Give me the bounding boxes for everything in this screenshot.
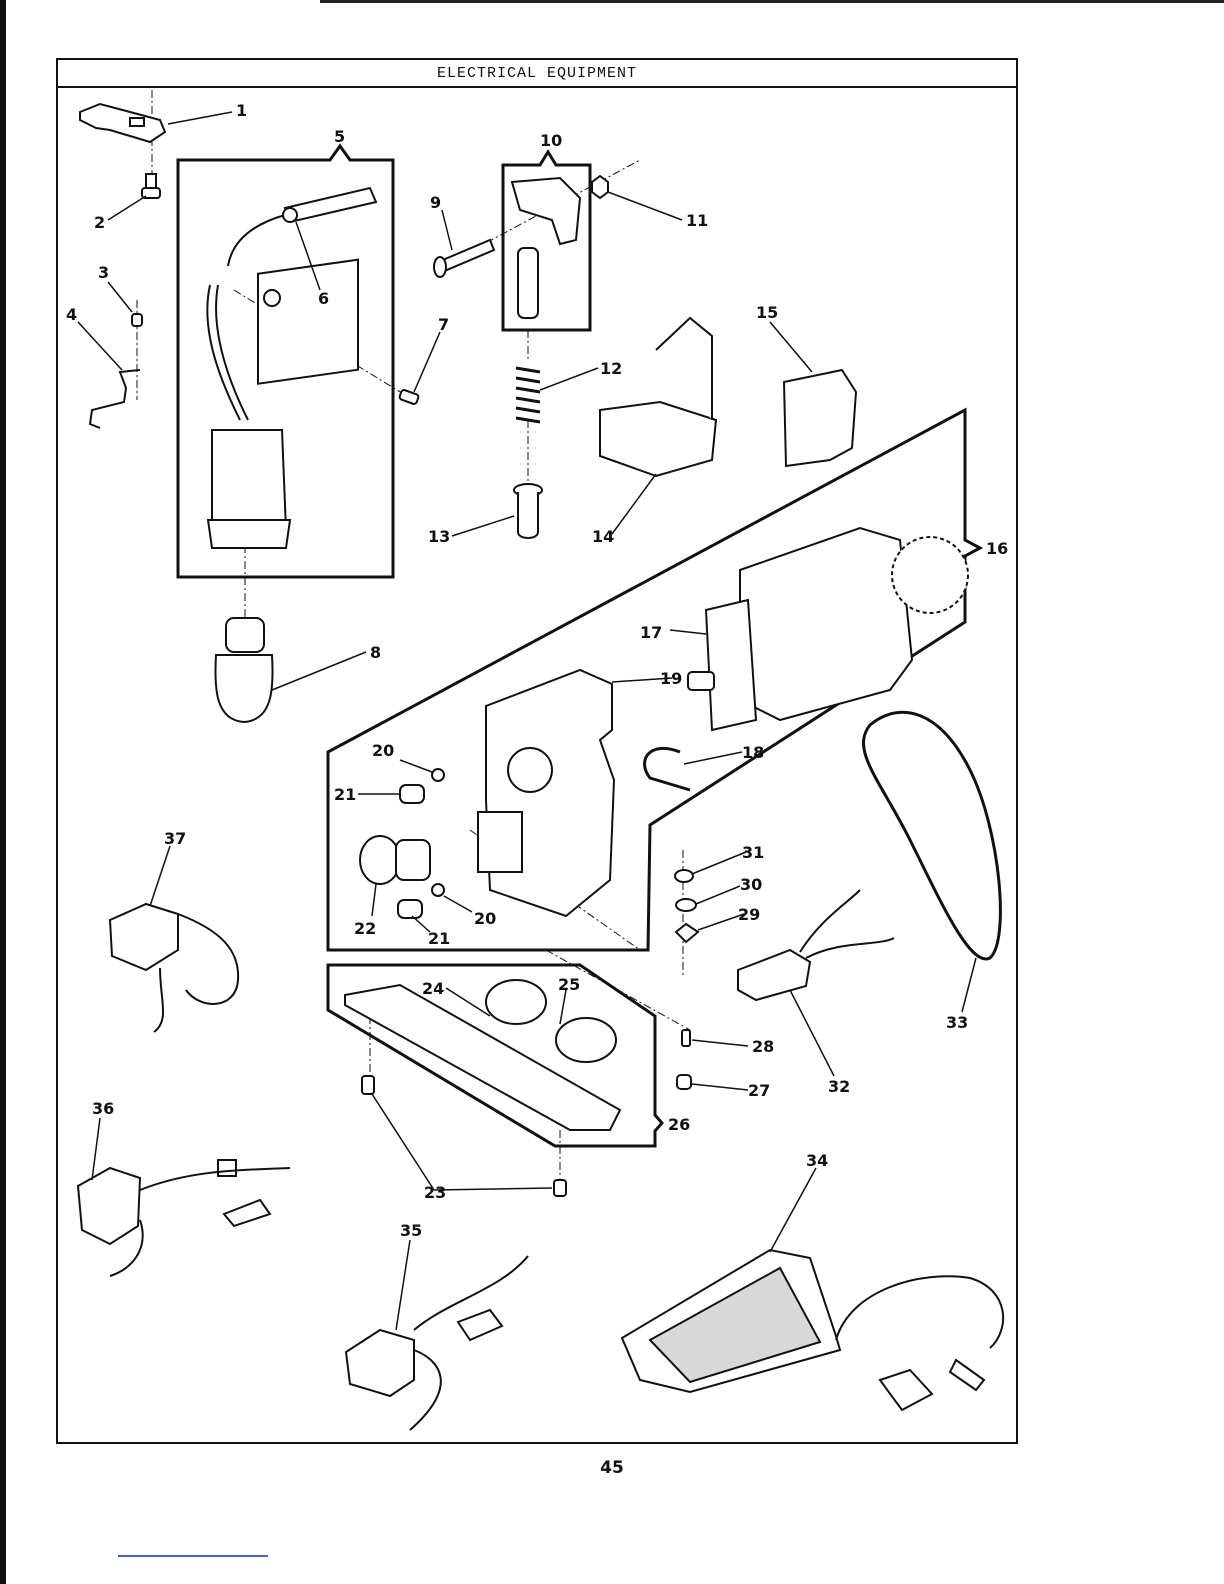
callout-19: 19 <box>660 669 682 688</box>
part-5-lamp-socket <box>207 188 376 548</box>
part-22-knob <box>360 836 430 884</box>
callout-37: 37 <box>164 829 186 848</box>
part-15-plate <box>784 370 856 466</box>
part-3-screw <box>132 314 142 326</box>
callout-36: 36 <box>92 1099 114 1118</box>
part-36-switch <box>78 1160 290 1276</box>
callout-18: 18 <box>742 743 764 762</box>
part-31-nut <box>675 870 693 882</box>
callout-14: 14 <box>592 527 614 546</box>
callout-29: 29 <box>738 905 760 924</box>
callout-13: 13 <box>428 527 450 546</box>
callout-32: 32 <box>828 1077 850 1096</box>
part-11-nut <box>592 176 608 198</box>
callout-2: 2 <box>94 213 105 232</box>
callout-1: 1 <box>236 101 247 120</box>
callout-26: 26 <box>668 1115 690 1134</box>
link-underline[interactable] <box>118 1555 268 1557</box>
part-9-screw <box>434 240 494 277</box>
part-14-bracket <box>600 318 716 476</box>
callout-10: 10 <box>540 131 562 150</box>
part-27-nut <box>677 1075 691 1089</box>
callout-25: 25 <box>558 975 580 994</box>
part-18-clip <box>645 748 690 790</box>
part-17-motor <box>688 528 968 730</box>
callout-23: 23 <box>424 1183 446 1202</box>
part-13-bushing <box>514 484 542 538</box>
callout-21-upper: 21 <box>334 785 356 804</box>
part-2-screw <box>142 174 160 198</box>
callout-3: 3 <box>98 263 109 282</box>
part-20-nut <box>432 769 444 896</box>
callout-27: 27 <box>748 1081 770 1100</box>
callout-21-lower: 21 <box>428 929 450 948</box>
callout-20-upper: 20 <box>372 741 394 760</box>
part-32-capacitor <box>738 890 894 1000</box>
callout-12: 12 <box>600 359 622 378</box>
callout-31: 31 <box>742 843 764 862</box>
callout-16: 16 <box>986 539 1008 558</box>
part-8-bulb <box>215 618 272 722</box>
callout-24: 24 <box>422 979 444 998</box>
part-28-screw <box>682 1030 690 1046</box>
callout-15: 15 <box>756 303 778 322</box>
part-12-spring <box>516 368 540 422</box>
callout-6: 6 <box>318 289 329 308</box>
part-19-housing <box>478 670 614 916</box>
callout-34: 34 <box>806 1151 828 1170</box>
callout-35: 35 <box>400 1221 422 1240</box>
part-10-lever <box>512 178 580 318</box>
callout-22: 22 <box>354 919 376 938</box>
callout-7: 7 <box>438 315 449 334</box>
part-33-belt <box>864 712 1001 959</box>
part-29-washer <box>676 924 698 942</box>
callout-5: 5 <box>334 127 345 146</box>
callout-9: 9 <box>430 193 441 212</box>
callout-20-lower: 20 <box>474 909 496 928</box>
part-7-screw <box>399 389 419 405</box>
page-number: 45 <box>0 1458 1224 1478</box>
callout-17: 17 <box>640 623 662 642</box>
callout-33: 33 <box>946 1013 968 1032</box>
callout-8: 8 <box>370 643 381 662</box>
part-30-washer <box>676 899 696 911</box>
callout-4: 4 <box>66 305 77 324</box>
callout-11: 11 <box>686 211 708 230</box>
part-4-wire-spring <box>90 370 140 428</box>
part-35-switch <box>346 1256 528 1430</box>
part-34-foot-control <box>622 1250 1003 1410</box>
callout-28: 28 <box>752 1037 774 1056</box>
callout-30: 30 <box>740 875 762 894</box>
part-37-switch <box>110 904 238 1032</box>
